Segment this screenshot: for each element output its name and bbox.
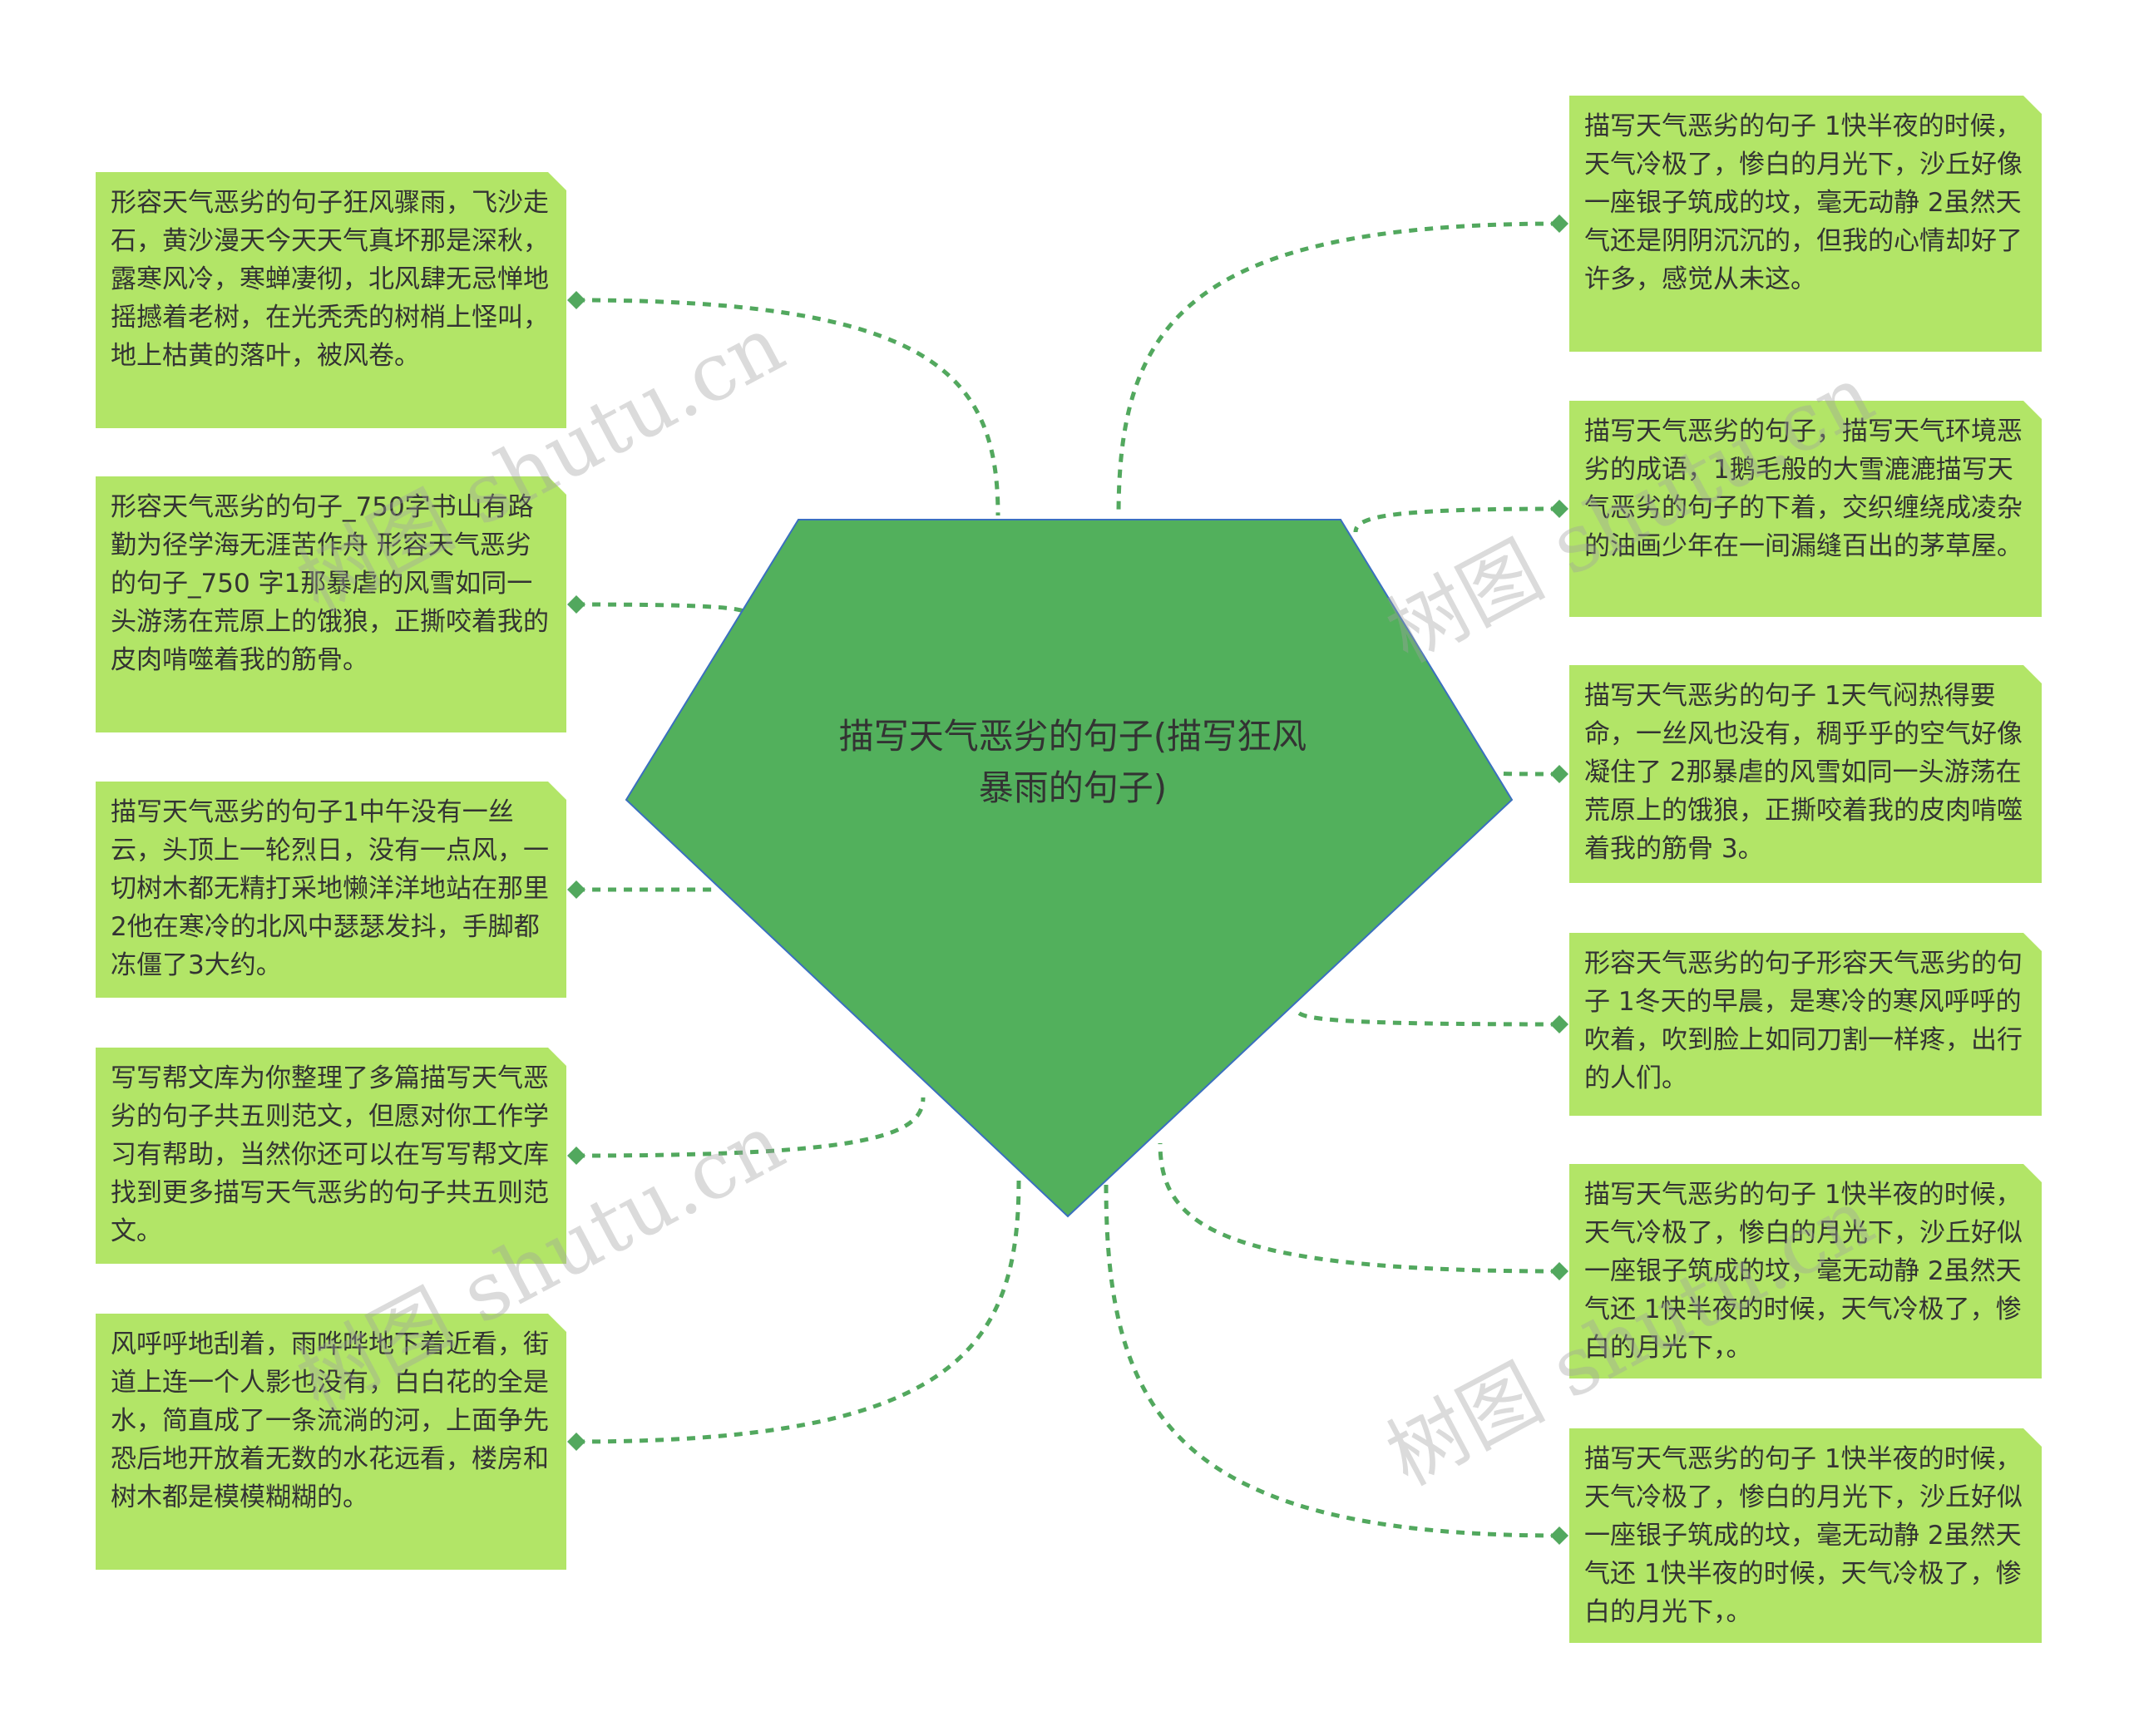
- left-topic-4-connector: [575, 1097, 926, 1158]
- left-topic-node-2[interactable]: 形容天气恶劣的句子_750字书山有路勤为径学海无涯苦作舟 形容天气恶劣的句子_7…: [96, 476, 566, 732]
- right-topic-1-connector: [1116, 221, 1560, 516]
- left-topic-node-1-text: 形容天气恶劣的句子狂风骤雨，飞沙走石，黄沙漫天今天天气真坏那是深秋，露寒风冷，寒…: [111, 188, 549, 371]
- right-topic-6-connector: [1104, 1184, 1560, 1538]
- left-topic-5-marker-icon: [567, 1433, 585, 1451]
- left-topic-node-5[interactable]: 风呼呼地刮着，雨哗哗地下着近看，街道上连一个人影也没有，白白花的全是水，简直成了…: [96, 1314, 566, 1570]
- right-topic-5-marker-icon: [1550, 1262, 1568, 1280]
- left-topic-node-2-text: 形容天气恶劣的句子_750字书山有路勤为径学海无涯苦作舟 形容天气恶劣的句子_7…: [111, 492, 549, 675]
- left-topic-3-marker-icon: [567, 880, 585, 899]
- right-topic-node-3-text: 描写天气恶劣的句子 1天气闷热得要命，一丝风也没有，稠乎乎的空气好像凝住了 2那…: [1584, 681, 2023, 864]
- right-topic-node-5[interactable]: 描写天气恶劣的句子 1快半夜的时候，天气冷极了，惨白的月光下，沙丘好似一座银子筑…: [1569, 1164, 2042, 1378]
- left-topic-node-4[interactable]: 写写帮文库为你整理了多篇描写天气恶劣的句子共五则范文，但愿对你工作学习有帮助，当…: [96, 1048, 566, 1264]
- right-topic-2-connector: [1353, 506, 1560, 533]
- right-topic-6-marker-icon: [1550, 1526, 1568, 1545]
- central-topic-text: 描写天气恶劣的句子(描写狂风暴雨的句子): [838, 716, 1307, 808]
- right-topic-node-4-text: 形容天气恶劣的句子形容天气恶劣的句子 1冬天的早晨，是寒冷的寒风呼呼的吹着，吹到…: [1584, 949, 2023, 1093]
- right-topic-node-2-text: 描写天气恶劣的句子，描写天气环境恶劣的成语，1鹅毛般的大雪漉漉描写天气恶劣的句子…: [1584, 417, 2023, 561]
- central-topic-shape[interactable]: [625, 519, 1514, 1218]
- left-topic-2-connector: [575, 602, 751, 616]
- left-topic-5-connector: [575, 1180, 1021, 1444]
- right-topic-node-4[interactable]: 形容天气恶劣的句子形容天气恶劣的句子 1冬天的早晨，是寒冷的寒风呼呼的吹着，吹到…: [1569, 933, 2042, 1116]
- left-topic-node-1[interactable]: 形容天气恶劣的句子狂风骤雨，飞沙走石，黄沙漫天今天天气真坏那是深秋，露寒风冷，寒…: [96, 172, 566, 428]
- left-topic-4-marker-icon: [567, 1147, 585, 1165]
- left-topic-node-3[interactable]: 描写天气恶劣的句子1中午没有一丝云，头顶上一轮烈日，没有一点风，一切树木都无精打…: [96, 782, 566, 998]
- right-topic-1-marker-icon: [1550, 215, 1568, 233]
- right-topic-4-marker-icon: [1550, 1015, 1568, 1033]
- left-topic-1-marker-icon: [567, 291, 585, 309]
- right-topic-node-6[interactable]: 描写天气恶劣的句子 1快半夜的时候，天气冷极了，惨白的月光下，沙丘好似一座银子筑…: [1569, 1428, 2042, 1643]
- right-topic-node-3[interactable]: 描写天气恶劣的句子 1天气闷热得要命，一丝风也没有，稠乎乎的空气好像凝住了 2那…: [1569, 665, 2042, 883]
- right-topic-4-connector: [1295, 1009, 1560, 1027]
- right-topic-3-connector: [1499, 771, 1560, 777]
- left-topic-node-3-text: 描写天气恶劣的句子1中午没有一丝云，头顶上一轮烈日，没有一点风，一切树木都无精打…: [111, 797, 549, 980]
- right-topic-node-1[interactable]: 描写天气恶劣的句子 1快半夜的时候，天气冷极了，惨白的月光下，沙丘好像一座银子筑…: [1569, 96, 2042, 352]
- right-topic-node-2[interactable]: 描写天气恶劣的句子，描写天气环境恶劣的成语，1鹅毛般的大雪漉漉描写天气恶劣的句子…: [1569, 401, 2042, 617]
- right-topic-node-5-text: 描写天气恶劣的句子 1快半夜的时候，天气冷极了，惨白的月光下，沙丘好似一座银子筑…: [1584, 1180, 2023, 1363]
- right-topic-node-6-text: 描写天气恶劣的句子 1快半夜的时候，天气冷极了，惨白的月光下，沙丘好似一座银子筑…: [1584, 1444, 2023, 1627]
- right-topic-3-marker-icon: [1550, 765, 1568, 783]
- right-topic-node-1-text: 描写天气恶劣的句子 1快半夜的时候，天气冷极了，惨白的月光下，沙丘好像一座银子筑…: [1584, 111, 2023, 294]
- left-topic-2-marker-icon: [567, 595, 585, 614]
- right-topic-5-connector: [1158, 1142, 1560, 1274]
- connectors: [575, 221, 1560, 1538]
- left-topic-node-5-text: 风呼呼地刮着，雨哗哗地下着近看，街道上连一个人影也没有，白白花的全是水，简直成了…: [111, 1329, 549, 1512]
- right-topic-2-marker-icon: [1550, 500, 1568, 518]
- left-topic-node-4-text: 写写帮文库为你整理了多篇描写天气恶劣的句子共五则范文，但愿对你工作学习有帮助，当…: [111, 1063, 549, 1246]
- connector-markers: [567, 215, 1568, 1545]
- left-topic-1-connector: [575, 298, 1000, 516]
